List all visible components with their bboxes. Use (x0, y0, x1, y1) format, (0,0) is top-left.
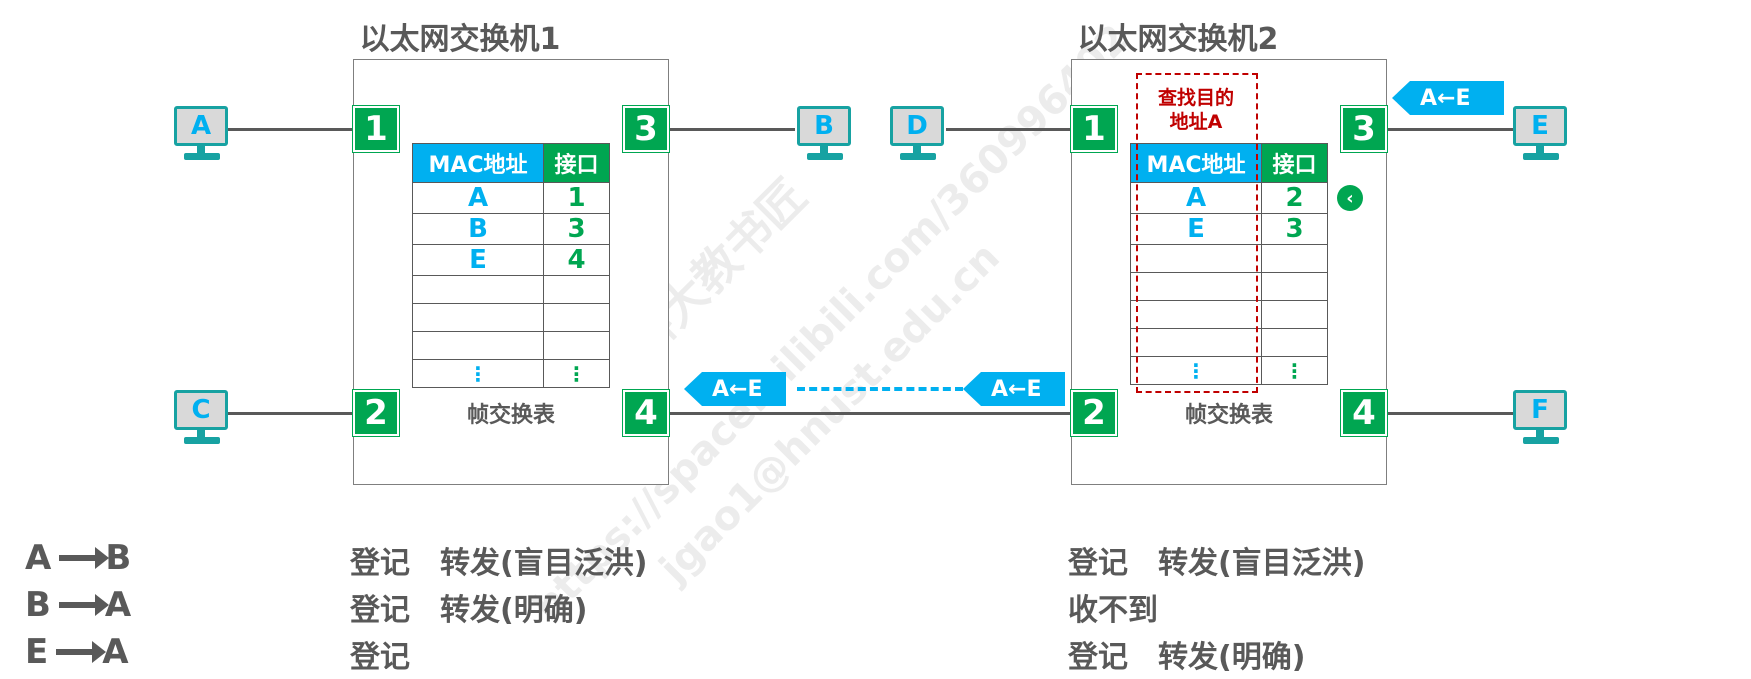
table-cell-mac (412, 331, 544, 360)
scenario-1-switch1: 登记 转发(盲目泛洪) (350, 546, 648, 581)
host-b[interactable]: B (795, 106, 855, 166)
frame-incoming-e: A←E (1392, 81, 1504, 115)
lookup-label: 查找目的 地址A (1138, 86, 1254, 134)
switch1-table-caption: 帧交换表 (466, 403, 555, 428)
link-d-sw2p1 (946, 128, 1074, 131)
table-cell-port (1261, 272, 1328, 301)
link-a-sw1p1 (228, 128, 356, 131)
table-cell-port: 2 (1261, 182, 1328, 214)
link-sw2p4-f (1385, 412, 1513, 415)
switch2-title: 以太网交换机2 (1077, 22, 1279, 57)
right-arrow-icon (58, 594, 109, 616)
table-cell-port: ⋮ (1261, 356, 1328, 385)
host-f[interactable]: F (1511, 390, 1571, 450)
link-sw2p3-e (1385, 128, 1513, 131)
table-cell-port (1261, 300, 1328, 329)
table-cell-mac: E (1130, 213, 1262, 245)
table-cell-mac (1130, 300, 1262, 329)
host-f-label: F (1513, 390, 1567, 430)
table-cell-mac: ⋮ (412, 359, 544, 388)
table-cell-mac (1130, 328, 1262, 357)
table-cell-mac (1130, 272, 1262, 301)
port-header: 接口 (543, 143, 610, 183)
table-cell-port (1261, 328, 1328, 357)
link-sw1p3-b (667, 128, 795, 131)
host-b-label: B (797, 106, 851, 146)
table-cell-mac (412, 275, 544, 304)
switch1-port-4[interactable]: 4 (623, 390, 669, 436)
table-cell-mac: A (412, 182, 544, 214)
switch2-table-caption: 帧交换表 (1184, 403, 1273, 428)
port-header: 接口 (1261, 143, 1328, 183)
table-cell-port (543, 303, 610, 332)
host-a-label: A (174, 106, 228, 146)
host-d[interactable]: D (888, 106, 948, 166)
table-cell-port: ⋮ (543, 359, 610, 388)
mac-header: MAC地址 (412, 143, 544, 183)
host-d-label: D (890, 106, 944, 146)
host-c-label: C (174, 390, 228, 430)
switch1-port-3[interactable]: 3 (623, 106, 669, 152)
frame-path-dashed (797, 387, 963, 391)
switch1-title: 以太网交换机1 (359, 22, 561, 57)
table-cell-port: 3 (543, 213, 610, 245)
host-e-label: E (1513, 106, 1567, 146)
table-cell-port: 3 (1261, 213, 1328, 245)
link-c-sw1p2 (228, 412, 356, 415)
table-cell-mac (412, 303, 544, 332)
scenario-1-switch2: 登记 转发(盲目泛洪) (1068, 546, 1366, 581)
table-cell-port: 1 (543, 182, 610, 214)
table-cell-port: 4 (543, 244, 610, 276)
switch2-port-4[interactable]: 4 (1341, 390, 1387, 436)
host-e[interactable]: E (1511, 106, 1571, 166)
scenario-2-switch2: 收不到 (1068, 593, 1158, 628)
scenario-2-switch1: 登记 转发(明确) (350, 593, 588, 628)
switch2-port-1[interactable]: 1 (1071, 106, 1117, 152)
table-cell-port (543, 331, 610, 360)
scenario-3-switch1: 登记 (350, 640, 410, 675)
frame-sw2-to-sw1: A←E (963, 372, 1065, 406)
host-a[interactable]: A (172, 106, 232, 166)
link-sw1p4-sw2p2 (667, 412, 1071, 415)
lookup-label-line1: 查找目的 (1157, 87, 1234, 109)
table-cell-port (543, 275, 610, 304)
switch1-port-2[interactable]: 2 (353, 390, 399, 436)
switch2-port-2[interactable]: 2 (1071, 390, 1117, 436)
switch2-port-3[interactable]: 3 (1341, 106, 1387, 152)
table-cell-mac: B (412, 213, 544, 245)
switch1-port-1[interactable]: 1 (353, 106, 399, 152)
table-cell-mac: ⋮ (1130, 356, 1262, 385)
right-arrow-icon (59, 547, 110, 569)
host-c[interactable]: C (172, 390, 232, 450)
table-cell-mac: E (412, 244, 544, 276)
chevron-left-icon: ‹ (1337, 185, 1363, 211)
table-cell-port (1261, 244, 1328, 273)
frame-arrived-sw1: A←E (684, 372, 786, 406)
scenario-3-switch2: 登记 转发(明确) (1068, 640, 1306, 675)
lookup-highlight (1136, 73, 1258, 393)
right-arrow-icon (56, 641, 107, 663)
lookup-label-line2: 地址A (1169, 111, 1223, 133)
